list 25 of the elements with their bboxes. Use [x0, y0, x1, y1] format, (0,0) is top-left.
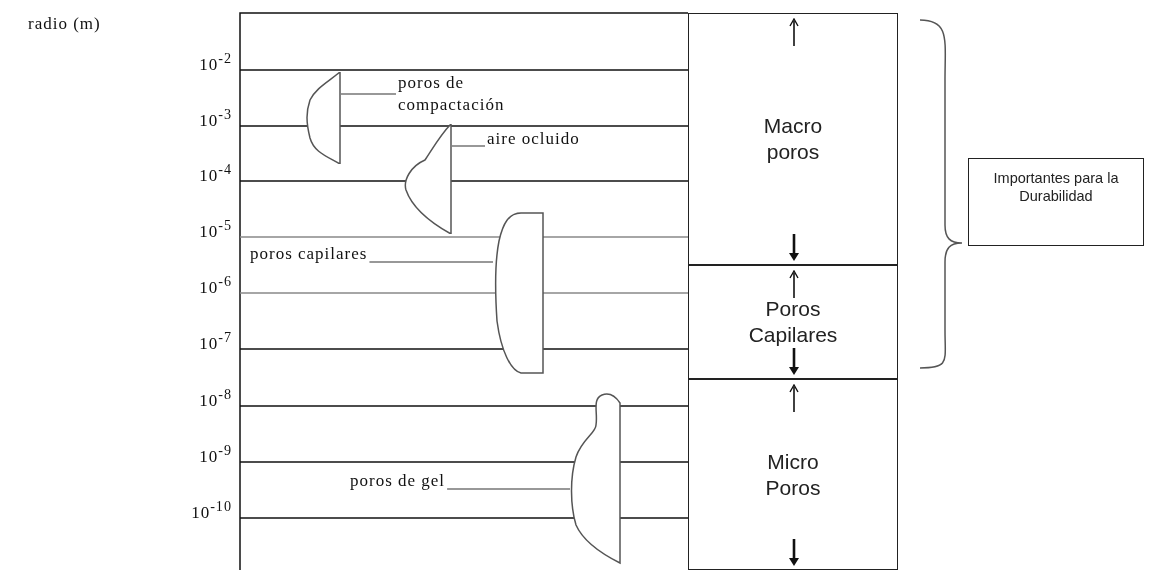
- pore-range-band: [688, 13, 898, 265]
- range-label: Poros Capilares: [747, 296, 839, 348]
- tick-label: 10$^{-3}$: [199, 106, 232, 131]
- pore-type-label: poros capilares: [250, 243, 368, 265]
- leader-line: [340, 93, 397, 95]
- tick-label: 10$^{-5}$: [199, 217, 232, 242]
- tick-label: 10$^{-4}$: [199, 161, 232, 186]
- tick-label: 10$^{-6}$: [199, 273, 232, 298]
- range-label: Macro poros: [762, 113, 824, 165]
- tick-label: 10$^{-2}$: [199, 50, 232, 75]
- pore-range-band: [688, 379, 898, 570]
- tick-label: 10$^{-8}$: [199, 386, 232, 411]
- pore-range-band: [688, 265, 898, 379]
- range-label: Micro Poros: [764, 448, 822, 501]
- note-box: Importantes para la Durabilidad: [968, 158, 1144, 246]
- tick-label: 10$^{-7}$: [199, 329, 232, 354]
- tick-label: 10$^{-10}$: [191, 498, 232, 523]
- leader-line: [368, 261, 494, 263]
- pore-type-label: poros de compactación: [398, 72, 548, 116]
- leader-line: [446, 488, 571, 490]
- leader-line: [451, 145, 486, 147]
- pore-type-label: aire ocluido: [487, 128, 580, 150]
- tick-label: 10$^{-9}$: [199, 442, 232, 467]
- axis-title: radio (m): [28, 14, 101, 34]
- pore-type-label: poros de gel: [350, 470, 446, 492]
